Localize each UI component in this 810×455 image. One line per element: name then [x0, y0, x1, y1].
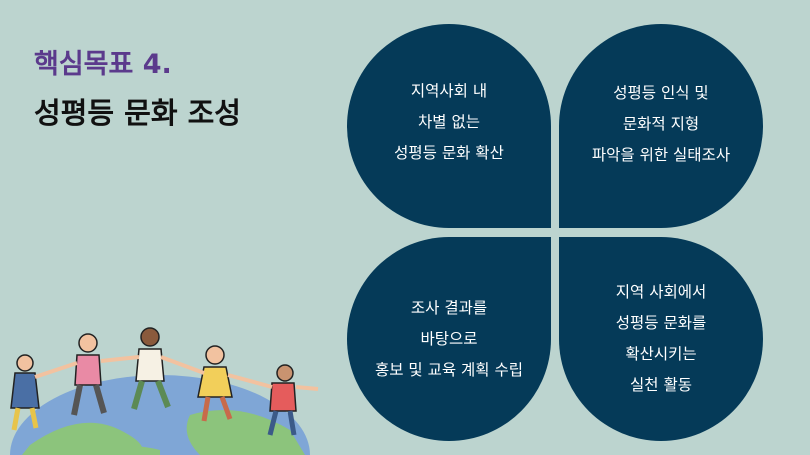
petal-line: 확산시키는: [625, 345, 697, 363]
children-globe-illustration: [10, 327, 319, 455]
goal-title: 성평등 문화 조성: [34, 96, 241, 130]
petal-line: 지역사회 내: [410, 81, 488, 100]
globe-icon: [10, 375, 310, 455]
petal-line: 성평등 인식 및: [613, 83, 709, 102]
petal-line: 차별 없는: [418, 112, 480, 131]
petal-line: 지역 사회에서: [615, 283, 707, 301]
petal-line: 파악을 위한 실태조사: [591, 145, 731, 164]
goal-heading: 핵심목표 4.: [34, 49, 172, 80]
petal-top-left: 지역사회 내 차별 없는 성평등 문화 확산: [347, 24, 551, 228]
petal-line: 실천 활동: [630, 376, 692, 394]
children-figures: [10, 327, 319, 436]
petal-line: 홍보 및 교육 계획 수립: [374, 360, 524, 379]
petal-bottom-right: 지역 사회에서 성평등 문화를 확산시키는 실천 활동: [559, 237, 763, 441]
petal-line: 성평등 문화를: [615, 314, 707, 332]
petal-line: 바탕으로: [420, 329, 478, 348]
petal-line: 성평등 문화 확산: [394, 143, 504, 162]
petal-line: 문화적 지형: [622, 114, 700, 133]
petal-top-right: 성평등 인식 및 문화적 지형 파악을 위한 실태조사: [559, 24, 763, 228]
petal-bottom-left: 조사 결과를 바탕으로 홍보 및 교육 계획 수립: [347, 237, 551, 441]
petal-line: 조사 결과를: [410, 298, 488, 317]
